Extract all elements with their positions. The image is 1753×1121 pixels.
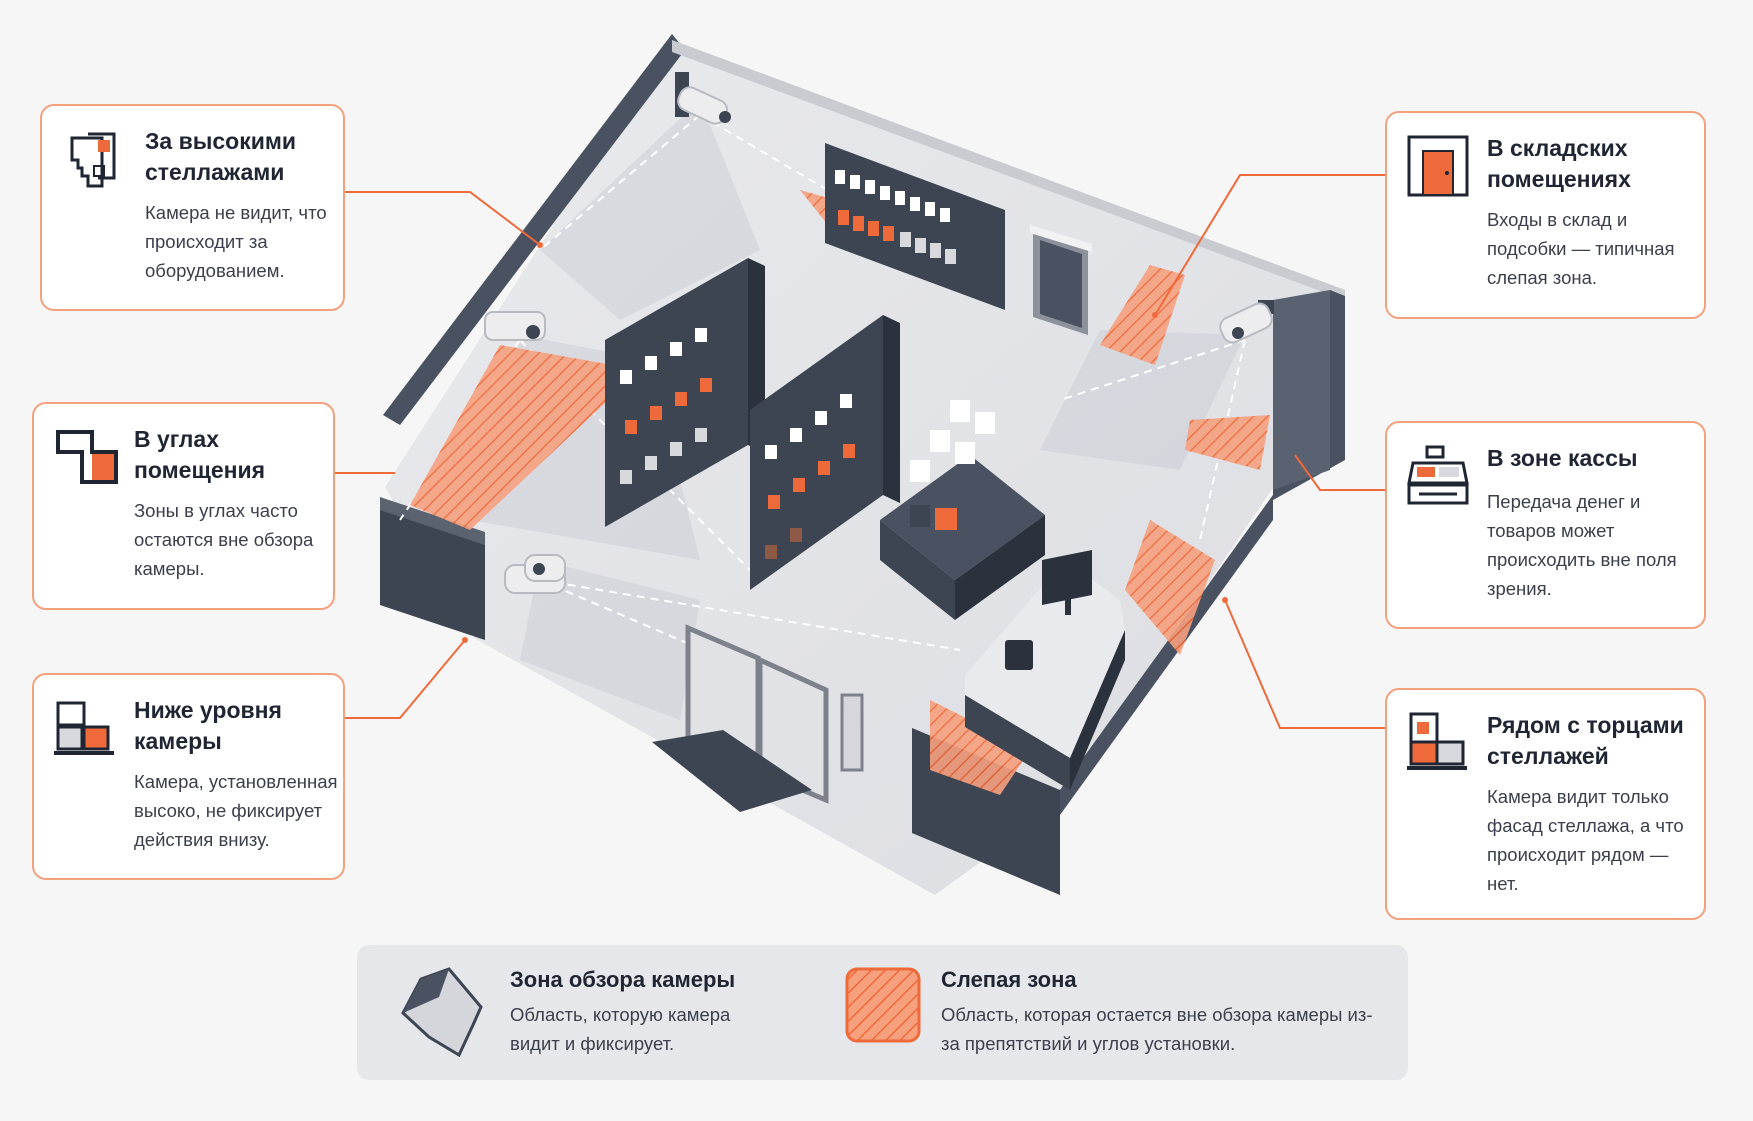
blind-zone-storage [1100,265,1185,365]
callout-title: За высокими стеллажами [145,128,297,185]
callout-title: В углах помещения [134,426,266,483]
callout-text: Камера видит только фасад стеллажа, а чт… [1487,786,1684,894]
callout-title: В складских помещениях [1487,135,1631,192]
legend: Зона обзора камеры Область, которую каме… [357,945,1408,1080]
shelf-end-icon [1407,712,1467,770]
cash-register-icon [1407,445,1469,505]
callout-text: Входы в склад и подсобки — типичная слеп… [1487,209,1675,288]
blind-zone-icon [845,967,921,1043]
callout-title: В зоне кассы [1487,445,1638,471]
center-island [880,400,1045,620]
callout-checkout: В зоне кассы Передача денег и товаров мо… [1385,421,1706,629]
camera-right [1219,300,1274,344]
legend-view-title: Зона обзора камеры [510,967,736,992]
camera-left-wall [484,311,546,341]
callout-below-camera: Ниже уровня камеры Камера, установленная… [32,673,345,880]
back-wall-shelf [825,143,1005,310]
legend-view-text: Область, которую камера видит и фиксируе… [510,1004,731,1054]
blind-zone-entrance-right [930,700,1030,795]
checkout-counter [965,550,1125,790]
leader-lines [335,174,1385,729]
callout-text: Камера, установленная высоко, не фиксиру… [134,771,338,850]
blind-zone-storage-door [1185,415,1270,470]
back-left-wall [383,34,685,425]
entrance-mat [652,730,812,812]
view-zone-icon [401,967,483,1058]
legend-blind-title: Слепая зона [941,967,1077,992]
callout-tall-shelves: За высокими стеллажами Камера не видит, … [40,104,345,311]
storage-door [1030,225,1092,335]
callout-corners: В углах помещения Зоны в углах часто ост… [32,402,335,610]
room-corner-icon [56,430,118,484]
callout-storage: В складских помещениях Входы в склад и п… [1385,111,1706,319]
left-front-wall [380,505,485,640]
legend-blind-text: Область, которая остается вне обзора кам… [941,1004,1373,1054]
callout-text: Передача денег и товаров может происходи… [1487,491,1677,599]
blind-zone-checkout [1125,520,1215,655]
shelf-behind-icon [70,132,116,188]
storage-door-icon [1407,135,1469,197]
callout-shelf-ends: Рядом с торцами стеллажей Камера видит т… [1385,688,1706,920]
callout-title: Ниже уровня камеры [134,697,282,754]
camera-top [675,72,731,125]
callout-text: Зоны в углах часто остаются вне обзора к… [134,500,314,579]
aisle-shelf-middle [750,315,900,590]
low-boxes-icon [54,701,114,755]
blind-zone-left-wall [410,345,640,530]
callout-title: Рядом с торцами стеллажей [1487,712,1684,769]
aisle-shelf-left [605,258,765,527]
camera-left-low [504,554,566,594]
entrance-doors [685,624,864,804]
callout-text: Камера не видит, что происходит за обору… [145,202,327,281]
